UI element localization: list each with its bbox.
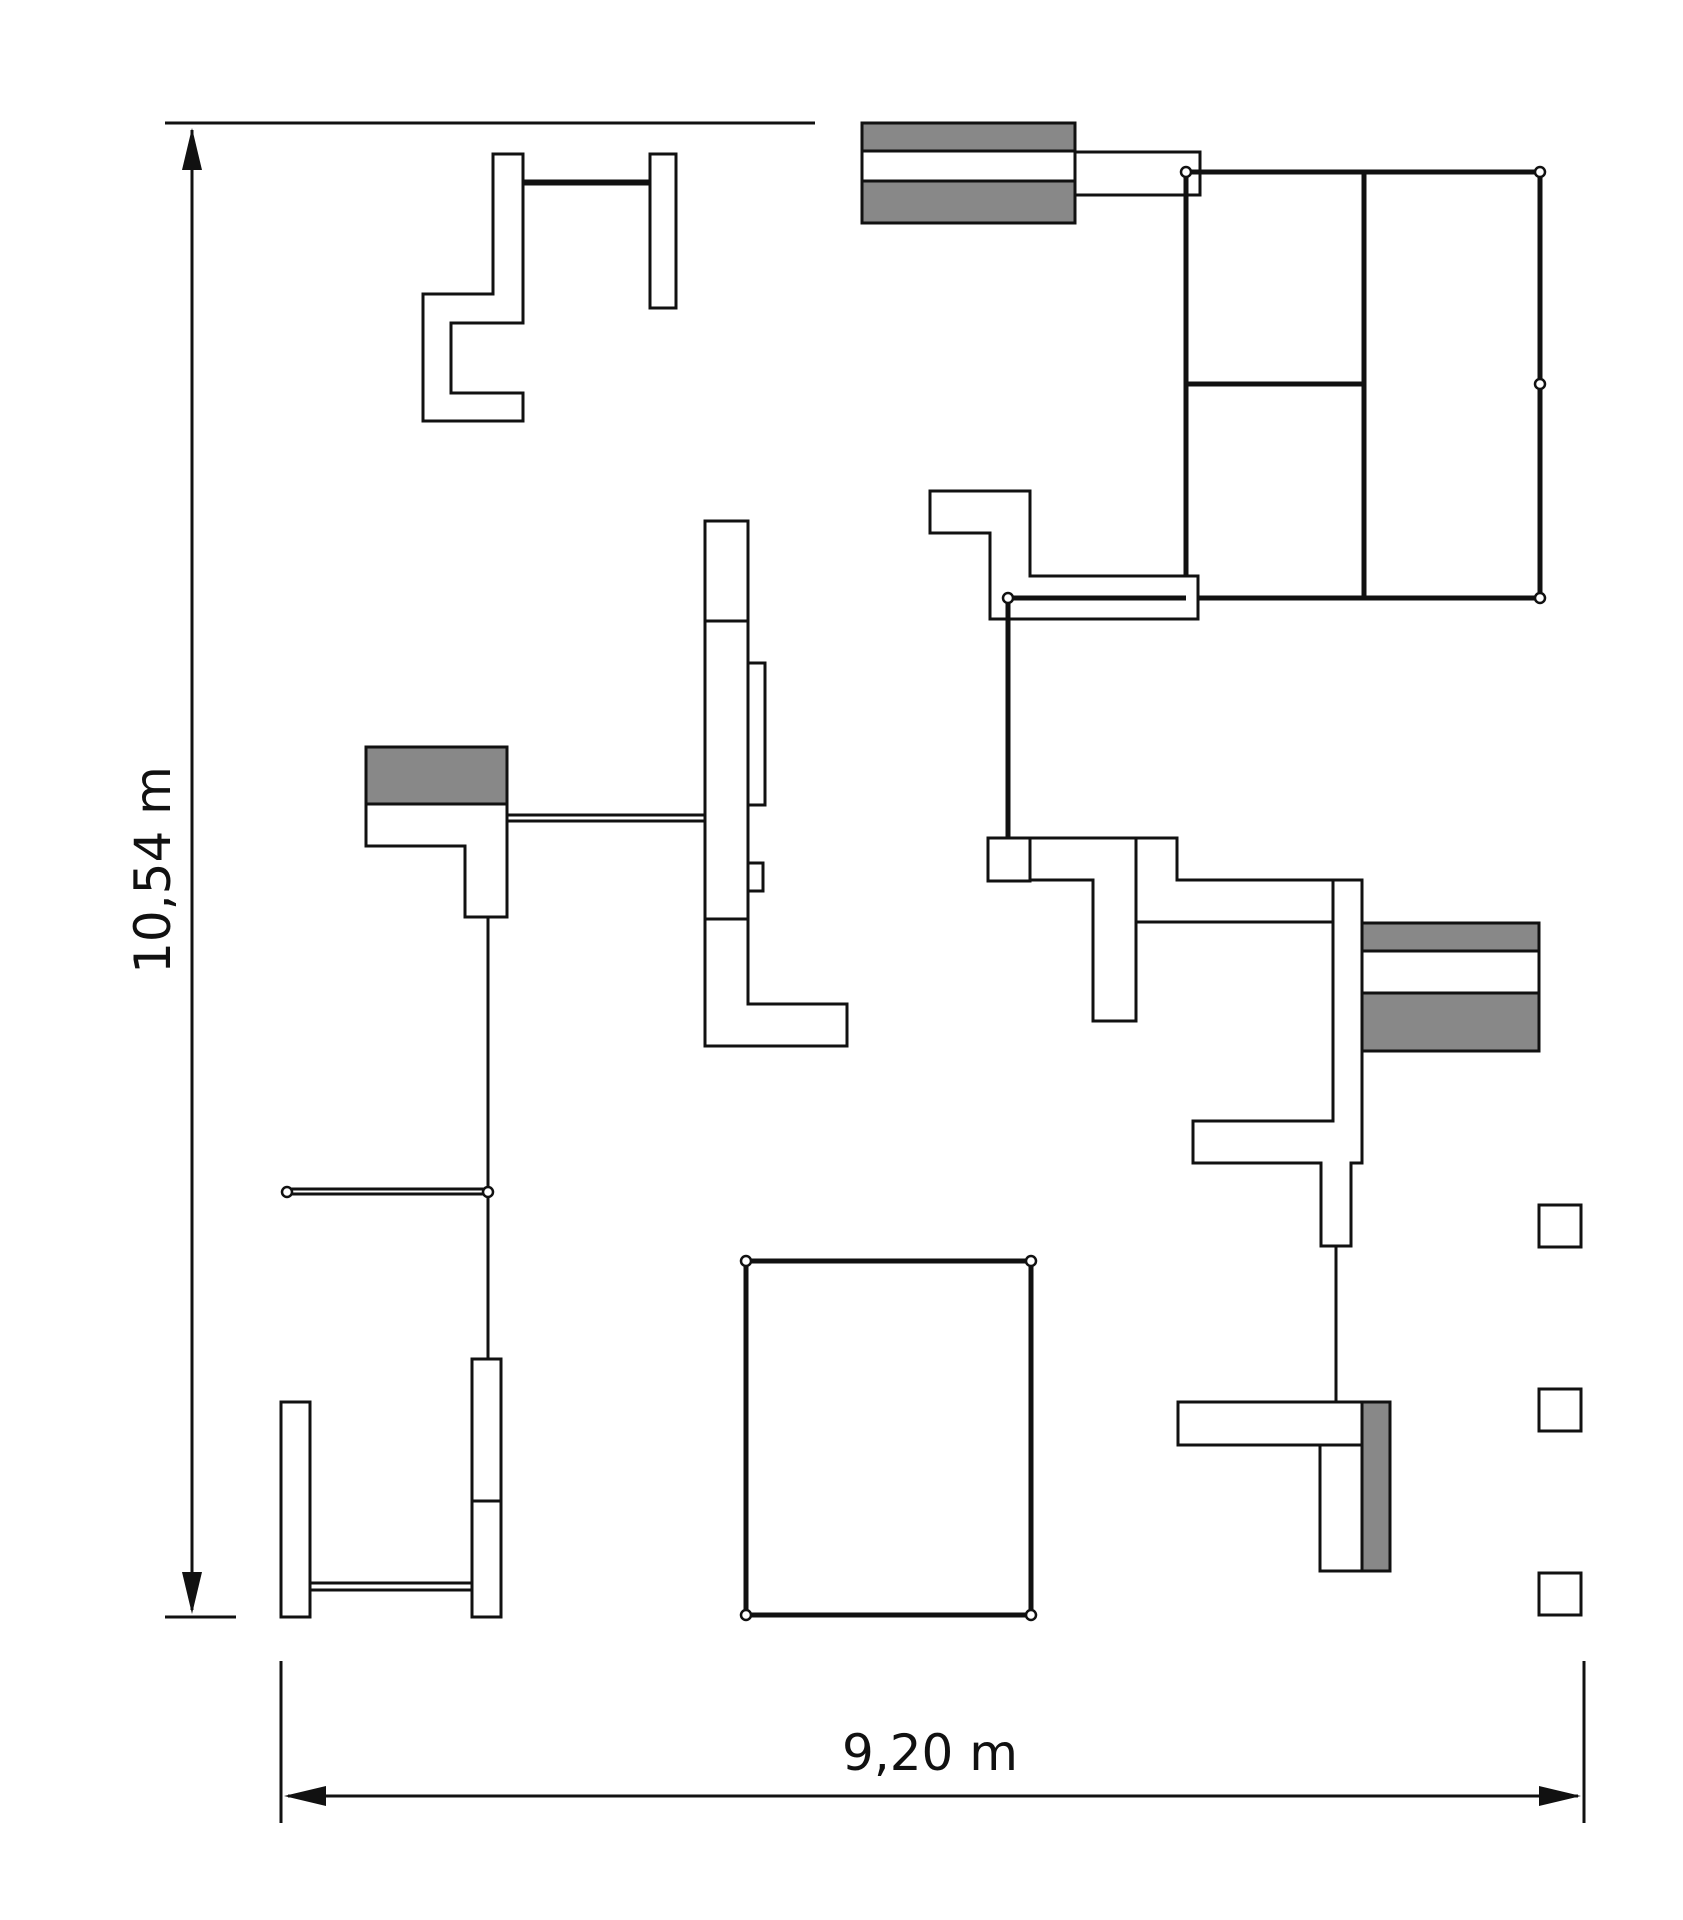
post-1 [1537, 1203, 1583, 1249]
dimension-arrow-right [1539, 1786, 1581, 1806]
bottom-right-posts [1537, 1203, 1583, 1617]
post-2 [1537, 1387, 1583, 1433]
top-right-house [860, 121, 1547, 838]
width-dimension-label: 9,20 m [842, 1724, 1018, 1782]
height-dimension-label: 10,54 m [124, 766, 182, 974]
bottom-center-sandbox [739, 1254, 1038, 1622]
dimension-arrow-left [284, 1786, 326, 1806]
dimension-arrow-top [182, 128, 202, 170]
height-dimension: 10,54 m [124, 121, 815, 1619]
dimension-arrow-bottom [182, 1572, 202, 1614]
central-tower [280, 519, 849, 1359]
middle-right-platforms [986, 836, 1541, 1573]
width-dimension: 9,20 m [279, 1661, 1586, 1823]
top-left-frame [421, 152, 678, 423]
post-3 [1537, 1571, 1583, 1617]
bottom-left-frame [279, 1357, 503, 1619]
